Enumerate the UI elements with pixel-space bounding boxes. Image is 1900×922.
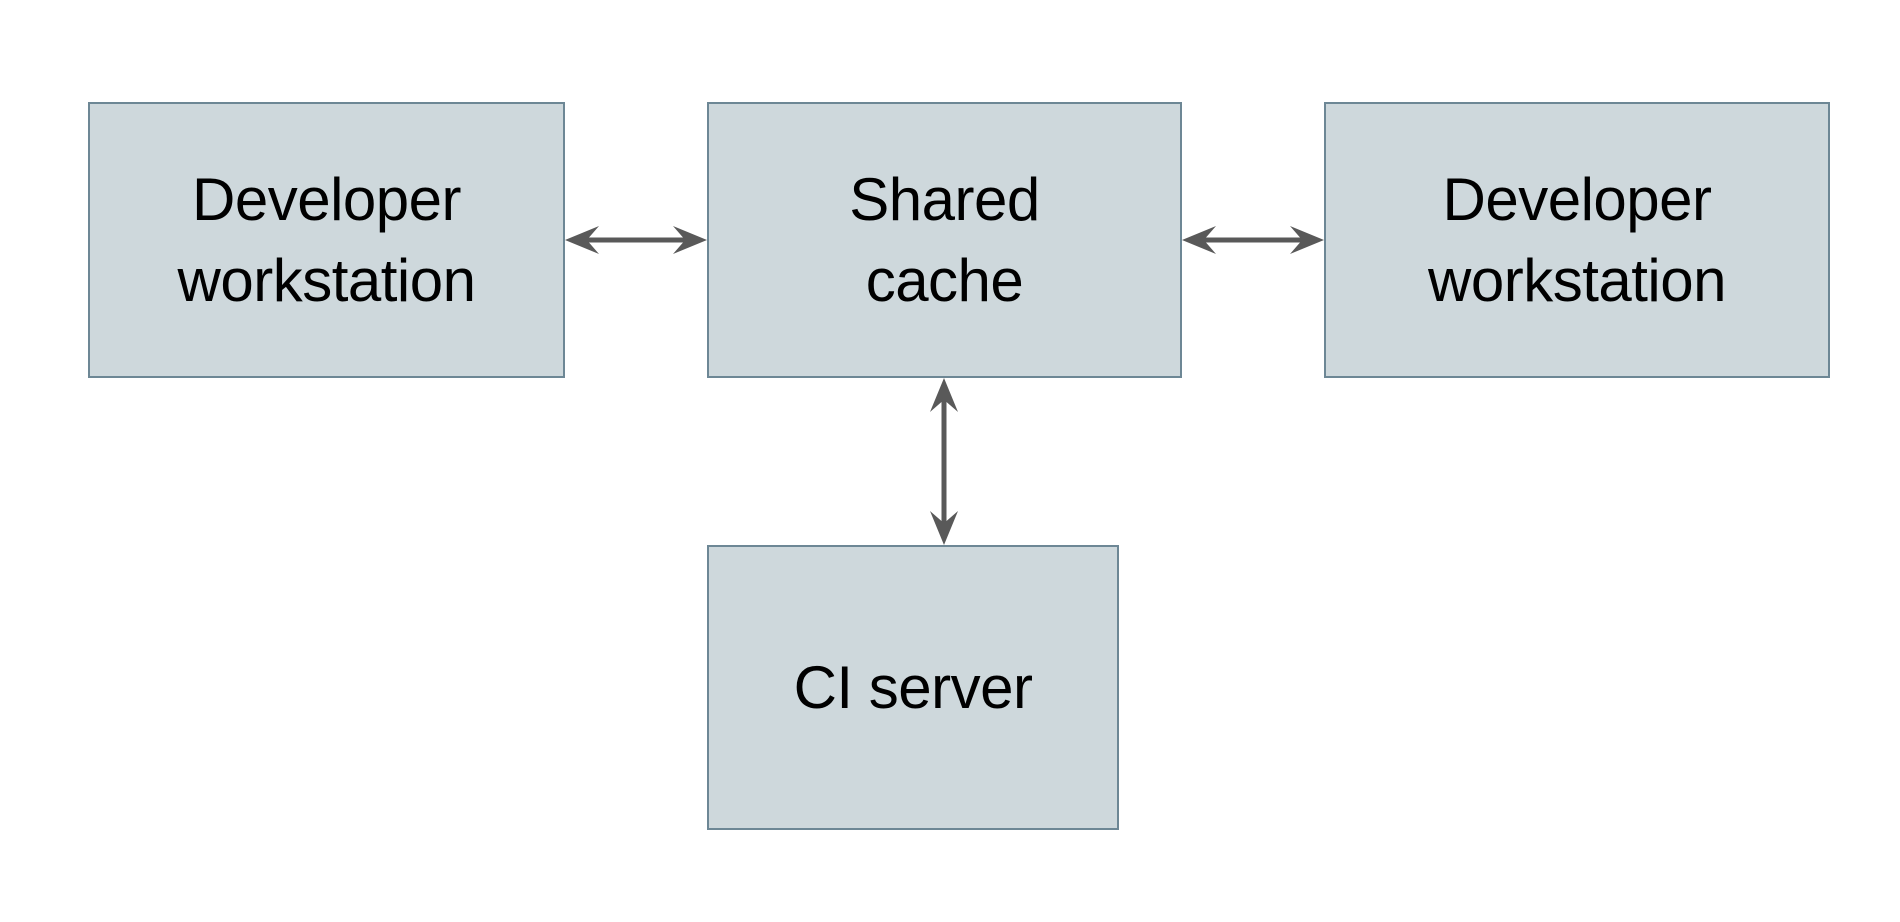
edge-double-arrow-dev-left-to-shared-cache — [565, 226, 707, 254]
node-label: Developer workstation — [177, 166, 476, 314]
edge-double-arrow-shared-cache-to-ci-server — [930, 378, 958, 545]
arrow-head-path — [1182, 226, 1324, 254]
node-label: Shared cache — [849, 166, 1040, 314]
node-developer-workstation-left[interactable]: Developer workstation — [88, 102, 565, 378]
node-ci-server[interactable]: CI server — [707, 545, 1119, 830]
arrow-head-path — [930, 378, 958, 545]
edge-double-arrow-shared-cache-to-dev-right — [1182, 226, 1324, 254]
node-label: CI server — [793, 654, 1033, 721]
node-shared-cache[interactable]: Shared cache — [707, 102, 1182, 378]
node-developer-workstation-right[interactable]: Developer workstation — [1324, 102, 1830, 378]
node-label: Developer workstation — [1428, 166, 1726, 314]
arrow-head-path — [565, 226, 707, 254]
